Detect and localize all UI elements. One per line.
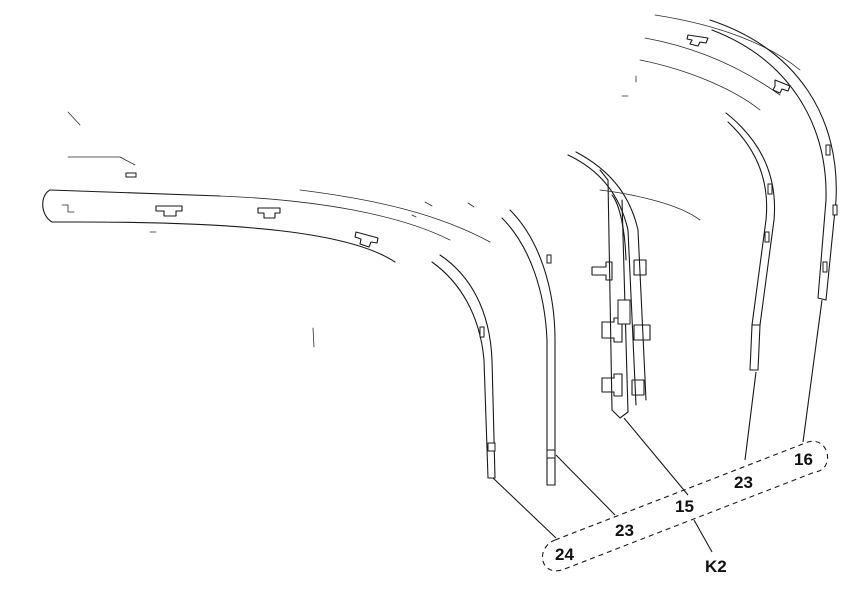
callout-15: 15 [675, 497, 694, 516]
callout-23-left: 23 [615, 521, 634, 540]
callout-23-right: 23 [734, 473, 753, 492]
strip-24 [312, 254, 496, 479]
right-curved-flange [599, 14, 801, 221]
callout-16: 16 [794, 450, 813, 469]
strip-23-left [501, 209, 556, 486]
rail-15 [567, 151, 651, 419]
group-outline-k2 [541, 440, 829, 572]
strip-23-right [725, 112, 776, 371]
leader-lines [492, 299, 823, 553]
strip-16 [709, 19, 838, 301]
callout-24: 24 [555, 545, 574, 564]
callout-k2: K2 [705, 557, 727, 576]
left-curved-flange [42, 111, 491, 263]
